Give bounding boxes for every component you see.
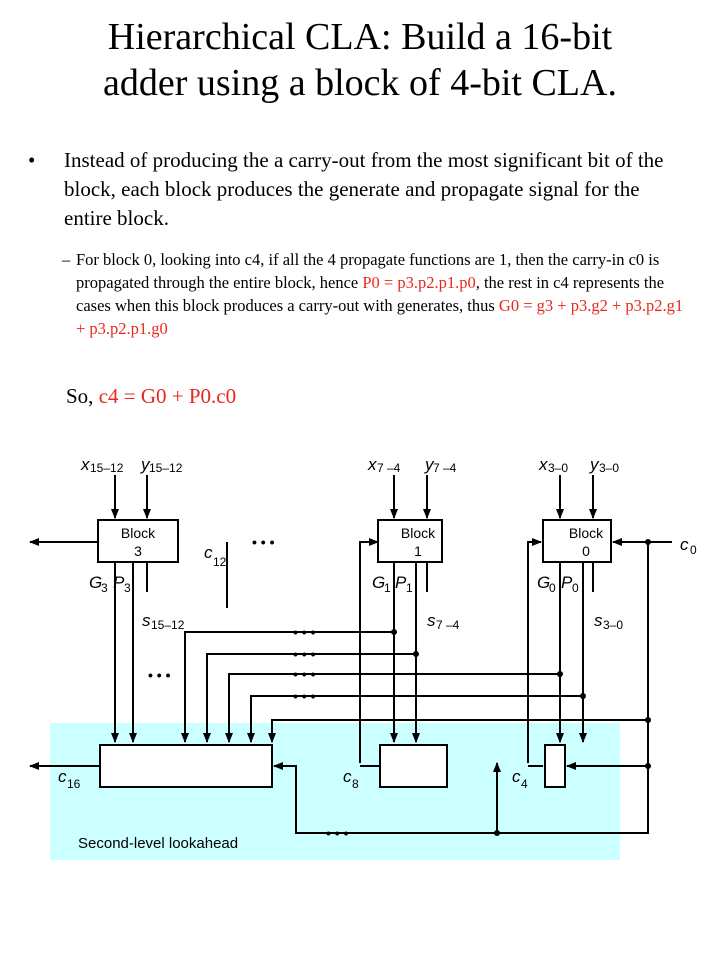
- dot-p0: [580, 693, 586, 699]
- c4-formula: c4 = G0 + P0.c0: [98, 384, 237, 408]
- sub-bullet-dash: –: [62, 250, 71, 269]
- dot-p1: [413, 651, 419, 657]
- g-sub-block-0: 0: [549, 581, 556, 595]
- bus-c0: [268, 719, 648, 743]
- g0-formula: G0 = g3 + p3.g2 + p3.p2.g1 + p3.p2.p1.g0: [76, 296, 684, 338]
- dot-c0-bus: [645, 717, 651, 723]
- block-3-number: 3: [134, 543, 142, 559]
- p-sub-block-3: 3: [124, 581, 131, 595]
- block-0: [542, 519, 612, 563]
- c0-label: c: [680, 535, 689, 554]
- bullet-dot: •: [28, 148, 36, 172]
- ellipsis-bottom: • • •: [326, 825, 349, 841]
- c4-label: c: [512, 767, 521, 786]
- lookahead-feedback: [273, 762, 497, 834]
- dot-c0: [645, 539, 651, 545]
- g-sub-block-1: 1: [384, 581, 391, 595]
- c4-wire: [527, 538, 542, 763]
- second-level-label: Second-level lookahead: [78, 835, 238, 852]
- block-3-word: Block: [121, 525, 156, 541]
- title-line-1: Hierarchical CLA: Build a 16-bit: [107, 16, 613, 58]
- slide-title: Hierarchical CLA: Build a 16-bit adder u…: [0, 14, 720, 106]
- p-label-block-0: P: [561, 573, 573, 592]
- c8-label: c: [343, 767, 352, 786]
- p0-formula: P0 = p3.p2.p1.p0: [362, 273, 476, 292]
- y-label-block-3: y: [140, 455, 151, 474]
- s-sub-block-3: 15–12: [151, 618, 185, 632]
- y-label-block-0: y: [589, 455, 600, 474]
- c8-wire: [359, 538, 379, 763]
- s-sub-block-1: 7 –4: [436, 618, 460, 632]
- y-sub-block-3: 15–12: [149, 461, 183, 475]
- g-label-block-1: G: [372, 573, 385, 592]
- block-1: [377, 519, 443, 563]
- ellipsis-row-3: • • •: [293, 666, 316, 682]
- s-sub-block-0: 3–0: [603, 618, 623, 632]
- dot-g0: [557, 671, 563, 677]
- ellipsis-left: • • •: [148, 667, 171, 683]
- main-bullet-text: Instead of producing the a carry-out fro…: [64, 148, 664, 230]
- g-label-block-0: G: [537, 573, 550, 592]
- c16-label: c: [58, 767, 67, 786]
- lookahead-box-small: [544, 744, 566, 788]
- x-sub-block-3: 15–12: [90, 461, 124, 475]
- x-label-block-1: x: [367, 455, 377, 474]
- bus-g1: [181, 631, 394, 743]
- p-sub-block-1: 1: [406, 581, 413, 595]
- ellipsis-top: • • •: [252, 534, 275, 550]
- sub-bullet-text: For block 0, looking into c4, if all the…: [76, 248, 687, 340]
- p-label-block-3: P: [113, 573, 125, 592]
- dot-feedback: [494, 830, 500, 836]
- so-prefix: So,: [66, 384, 99, 408]
- so-line: So, c4 = G0 + P0.c0: [66, 382, 236, 410]
- dot-g1: [391, 629, 397, 635]
- c8-sub: 8: [352, 777, 359, 791]
- p-sub-block-0: 0: [572, 581, 579, 595]
- block-0-word: Block: [569, 525, 604, 541]
- x-sub-block-0: 3–0: [548, 461, 568, 475]
- block-3: [97, 519, 179, 563]
- x-label-block-3: x: [80, 455, 90, 474]
- sub-bullet: – For block 0, looking into c4, if all t…: [62, 248, 687, 340]
- c0-sub: 0: [690, 543, 697, 557]
- x-sub-block-1: 7 –4: [377, 461, 401, 475]
- block-1-word: Block: [401, 525, 436, 541]
- junction-dots: [391, 539, 651, 836]
- block-0-digit: 0: [582, 543, 590, 559]
- c12-sub: 12: [213, 555, 227, 569]
- sub-bullet-text-b: , the rest in c4 represents the cases wh…: [76, 273, 665, 315]
- main-bullet: • Instead of producing the a carry-out f…: [28, 146, 688, 233]
- g-sub-block-3: 3: [101, 581, 108, 595]
- lookahead-box-mid: [379, 744, 448, 788]
- ellipsis-row-2: • • •: [293, 646, 316, 662]
- title-line-2: adder using a block of 4-bit CLA.: [103, 62, 617, 104]
- s-label-block-1: s: [427, 611, 436, 630]
- bus-p1: [203, 653, 416, 743]
- s-label-block-3: s: [142, 611, 151, 630]
- wiring: [29, 475, 672, 834]
- c0-down: [493, 542, 649, 834]
- ellipsis-row-4: • • •: [293, 688, 316, 704]
- dot-c0-bottom: [645, 763, 651, 769]
- lookahead-box-large: [99, 744, 273, 788]
- p-label-block-1: P: [395, 573, 407, 592]
- block-1-number: 1: [414, 543, 422, 559]
- bus-p0: [247, 695, 583, 743]
- s-label-block-0: s: [594, 611, 603, 630]
- x-label-block-0: x: [538, 455, 548, 474]
- c16-sub: 16: [67, 777, 81, 791]
- c4-sub: 4: [521, 777, 528, 791]
- bus-g0: [225, 673, 560, 743]
- y-sub-block-1: 7 –4: [433, 461, 457, 475]
- cla-diagram: Block 3 Block 1 Block x 0 x 15–12 y 15–1…: [29, 455, 697, 860]
- g-label-block-3: G: [89, 573, 102, 592]
- c12-label: c: [204, 543, 213, 562]
- ellipsis-row-1: • • •: [293, 624, 316, 640]
- y-label-block-1: y: [424, 455, 435, 474]
- sub-bullet-text-a: For block 0, looking into c4, if all the…: [76, 250, 660, 292]
- y-sub-block-0: 3–0: [599, 461, 619, 475]
